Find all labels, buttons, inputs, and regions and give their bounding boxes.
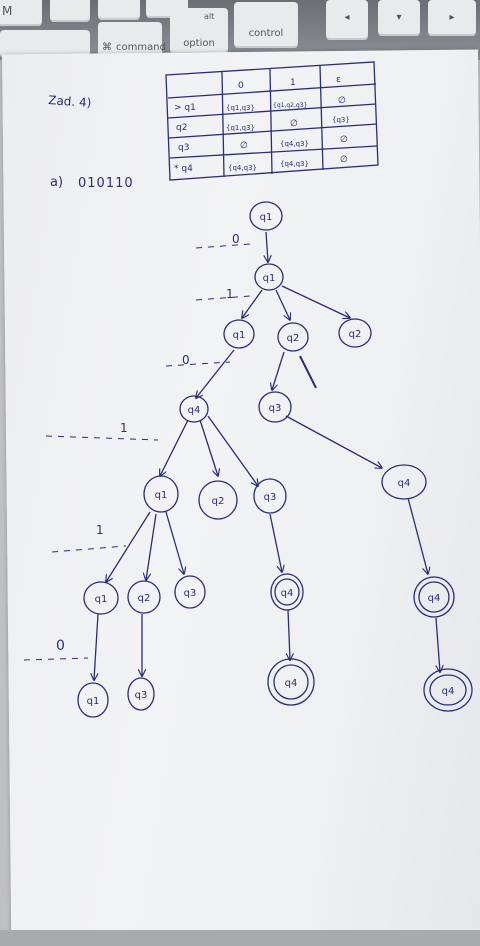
key-left: ◂ — [326, 0, 368, 40]
key — [98, 0, 140, 20]
input-word: 010110 — [78, 176, 134, 191]
node-label: q1 — [233, 330, 246, 341]
cell: {q1,q3} — [226, 104, 255, 112]
key — [50, 0, 90, 22]
table-header-0: 0 — [238, 81, 244, 91]
state-q3: q3 — [178, 143, 189, 153]
cell: ∅ — [338, 96, 346, 106]
node-label: q2 — [138, 593, 151, 604]
level-symbols: 0 1 0 1 1 0 — [56, 232, 240, 654]
node-label: q3 — [135, 690, 148, 701]
cell: {q4,q3} — [228, 164, 257, 172]
node-label: q4 — [188, 405, 201, 416]
node-label: q4 — [428, 593, 441, 604]
transition-table-text: 0 1 ε > q1 {q1,q3} {q1,q2,q3} ∅ q2 {q1,q… — [174, 75, 350, 174]
desk-edge — [0, 930, 480, 946]
keyboard: M alt option ⌘ command control ◂ ▾ ▸ — [0, 0, 480, 60]
node-label: q3 — [269, 403, 282, 414]
state-q1: > q1 — [174, 103, 196, 113]
key-right: ▸ — [428, 0, 476, 36]
cell: ∅ — [240, 141, 248, 151]
node-label: q4 — [442, 686, 455, 697]
node-label: q1 — [87, 696, 100, 707]
symbol-1: 1 — [226, 287, 234, 301]
node-label: q4 — [281, 588, 294, 599]
key-control: control — [234, 2, 298, 48]
exercise-heading: Zad. 4) — [48, 93, 92, 110]
node-label: q2 — [287, 333, 300, 344]
table-header-1: 1 — [290, 78, 296, 88]
key-m: M — [0, 0, 42, 26]
node-labels: q1 q1 q1 q2 q2 q4 q3 q1 q2 q3 q4 q1 q2 q… — [87, 212, 455, 707]
node-label: q1 — [95, 594, 108, 605]
node-label: q1 — [260, 212, 273, 223]
cell: {q1,q3} — [226, 124, 255, 132]
node-label: q4 — [398, 478, 411, 489]
tree-nodes — [77, 201, 473, 718]
node-label: q3 — [184, 588, 197, 599]
cell: ∅ — [340, 155, 348, 165]
tree-edges — [94, 231, 440, 680]
cell: {q4,q3} — [280, 160, 309, 168]
symbol-5: 0 — [56, 638, 65, 654]
node-label: q2 — [212, 496, 225, 507]
node-label: q2 — [349, 329, 362, 340]
symbol-0: 0 — [232, 232, 240, 246]
table-header-e: ε — [336, 75, 341, 85]
key-down: ▾ — [378, 0, 420, 36]
level-dashes — [23, 243, 251, 661]
key-option: alt option — [170, 8, 228, 54]
symbol-4: 1 — [96, 523, 104, 537]
transition-table-grid — [165, 61, 379, 181]
cell: {q3} — [332, 116, 350, 124]
state-q2: q2 — [176, 123, 187, 133]
cell: ∅ — [340, 135, 348, 145]
symbol-2: 0 — [182, 353, 190, 367]
node-label: q4 — [285, 678, 298, 689]
node-label: q1 — [155, 490, 168, 501]
cell: {q4,q3} — [280, 140, 309, 148]
part-label: a) — [50, 175, 63, 190]
cell: ∅ — [290, 119, 298, 129]
symbol-3: 1 — [120, 421, 128, 435]
cell: {q1,q2,q3} — [273, 102, 308, 109]
state-q4: * q4 — [174, 164, 193, 174]
node-label: q3 — [264, 492, 277, 503]
node-label: q1 — [263, 273, 276, 284]
